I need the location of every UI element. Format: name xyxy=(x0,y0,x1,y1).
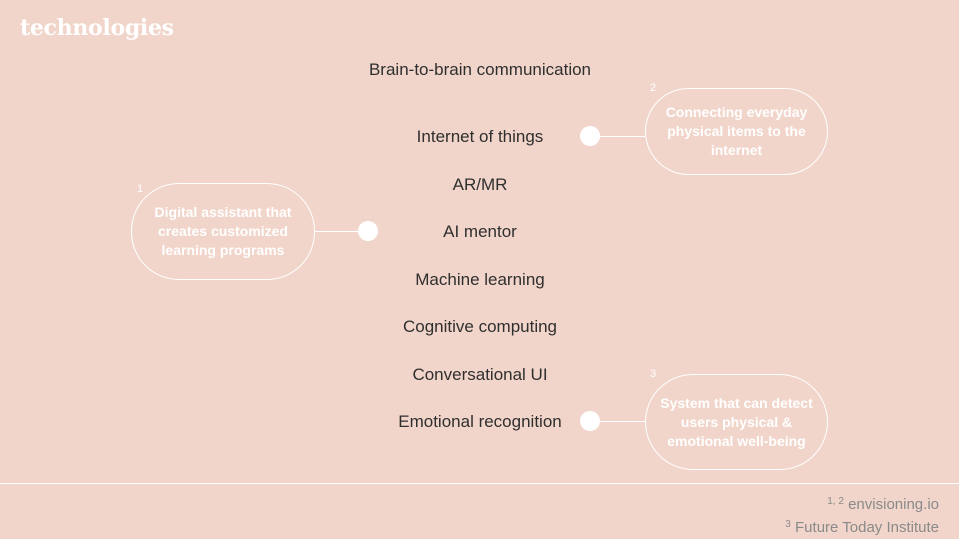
callout-3-dot xyxy=(580,411,600,431)
page-title: technologies xyxy=(20,15,174,41)
tech-item-ai-mentor: AI mentor xyxy=(443,222,517,241)
callout-3-bubble: System that can detect users physical & … xyxy=(645,374,828,470)
footer-divider xyxy=(0,483,959,484)
callout-2-bubble: Connecting everyday physical items to th… xyxy=(645,88,828,175)
callout-2-text: Connecting everyday physical items to th… xyxy=(665,104,808,158)
callout-3-connector xyxy=(599,421,645,422)
callout-1-dot xyxy=(358,221,378,241)
source-2-name: Future Today Institute xyxy=(795,519,939,536)
callout-1-text: Digital assistant that creates customize… xyxy=(154,204,292,258)
callout-2-number: 2 xyxy=(650,82,657,94)
tech-item-ar-mr: AR/MR xyxy=(452,175,508,194)
technology-list: Brain-to-brain communication Internet of… xyxy=(360,0,600,480)
callout-3-text: System that can detect users physical & … xyxy=(660,394,813,449)
tech-item-brain-to-brain: Brain-to-brain communication xyxy=(368,60,592,79)
callout-2-connector xyxy=(599,136,645,137)
callout-3-number: 3 xyxy=(650,368,657,380)
source-2-marker: 3 xyxy=(785,519,791,530)
source-1-marker: 1, 2 xyxy=(827,496,844,507)
sources: 1, 2 envisioning.io 3 Future Today Insti… xyxy=(785,492,939,538)
tech-item-cognitive-computing: Cognitive computing xyxy=(402,317,558,336)
callout-2-dot xyxy=(580,126,600,146)
tech-item-emotional-recognition: Emotional recognition xyxy=(398,412,562,431)
tech-item-internet-of-things: Internet of things xyxy=(416,127,544,146)
source-1: 1, 2 envisioning.io xyxy=(785,492,939,515)
source-1-name: envisioning.io xyxy=(848,496,939,513)
tech-item-conversational-ui: Conversational UI xyxy=(412,365,548,384)
source-2: 3 Future Today Institute xyxy=(785,515,939,538)
callout-1-number: 1 xyxy=(137,183,144,195)
callout-1-connector xyxy=(315,231,359,232)
tech-item-machine-learning: Machine learning xyxy=(415,270,545,289)
callout-1-bubble: Digital assistant that creates customize… xyxy=(131,183,315,280)
